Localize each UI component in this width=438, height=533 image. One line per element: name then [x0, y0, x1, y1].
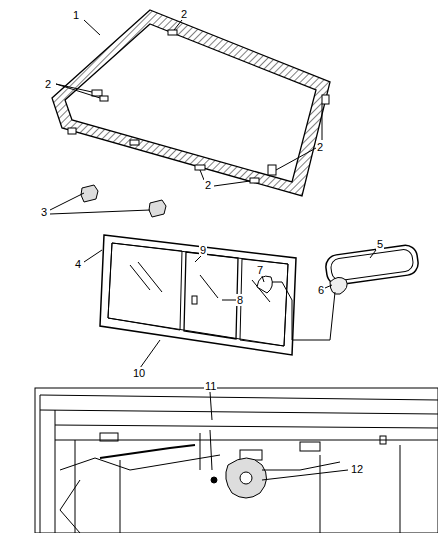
- callout-number: 7: [256, 264, 264, 276]
- callout-number: 8: [236, 294, 244, 306]
- callout-number: 6: [317, 284, 325, 296]
- callout-number: 2: [44, 78, 52, 90]
- callout-number: 1: [72, 9, 80, 21]
- callout-number: 4: [74, 258, 82, 270]
- callout-number: 2: [204, 179, 212, 191]
- callout-number: 10: [132, 367, 146, 379]
- callout-number: 5: [376, 238, 384, 250]
- callout-number: 2: [316, 141, 324, 153]
- callout-number: 12: [350, 463, 364, 475]
- callout-number: 11: [204, 380, 217, 392]
- callout-number: 9: [199, 244, 207, 256]
- callout-number: 2: [180, 8, 188, 20]
- callout-number: 3: [40, 206, 48, 218]
